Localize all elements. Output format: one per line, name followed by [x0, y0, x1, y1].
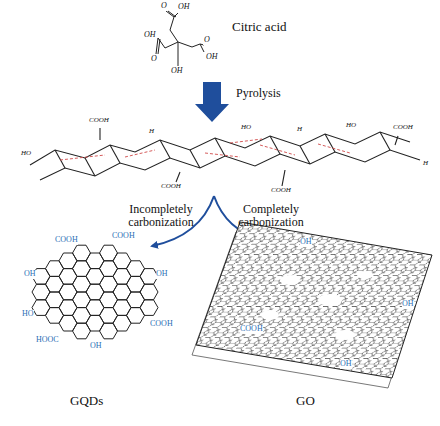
functional-group: O — [150, 55, 158, 64]
gqd-honeycomb — [32, 245, 158, 339]
step-label: Pyrolysis — [236, 87, 281, 100]
product-label: GQDs — [70, 394, 103, 408]
functional-group: OH — [170, 67, 184, 76]
functional-group: COOH — [150, 320, 173, 329]
functional-group: COOH — [112, 232, 135, 241]
path-label: Completely carbonization — [228, 203, 314, 229]
functional-group: OH — [300, 238, 312, 247]
functional-group: H — [296, 126, 303, 134]
citric-acid-skeleton — [156, 11, 204, 66]
functional-group: OH — [24, 270, 36, 279]
hexagon-lattice — [32, 245, 158, 339]
functional-group: H — [422, 160, 429, 168]
product-label: GO — [296, 394, 315, 408]
functional-group: HOOC — [36, 336, 59, 345]
functional-group: COOH — [160, 183, 182, 191]
path-label: Incompletely carbonization — [118, 203, 204, 229]
functional-group: HO — [240, 124, 252, 132]
functional-group: OH — [402, 300, 414, 309]
functional-group: OH — [177, 3, 191, 12]
functional-group: OH — [205, 53, 219, 62]
functional-group: COOH — [392, 124, 414, 132]
functional-group: H — [148, 128, 155, 136]
functional-group: HO — [345, 122, 357, 130]
functional-group: COOH — [55, 236, 78, 245]
go-sheet — [180, 215, 440, 388]
functional-group: O — [160, 2, 168, 11]
functional-group: COOH — [88, 117, 110, 125]
compound-name: Citric acid — [232, 20, 287, 34]
functional-group: COOH — [240, 325, 263, 334]
functional-group: OH — [340, 360, 352, 369]
functional-group: HO — [20, 150, 32, 158]
functional-group: OH — [143, 31, 157, 40]
functional-group: OH — [90, 342, 102, 351]
hydrogen-bonds — [60, 139, 350, 160]
functional-group: O — [203, 36, 211, 45]
functional-group: OH — [156, 270, 168, 279]
functional-group: COOH — [270, 187, 292, 195]
functional-group: HO — [22, 310, 34, 319]
pyrolysis-arrow — [195, 82, 229, 122]
polymer-chain — [30, 128, 420, 186]
